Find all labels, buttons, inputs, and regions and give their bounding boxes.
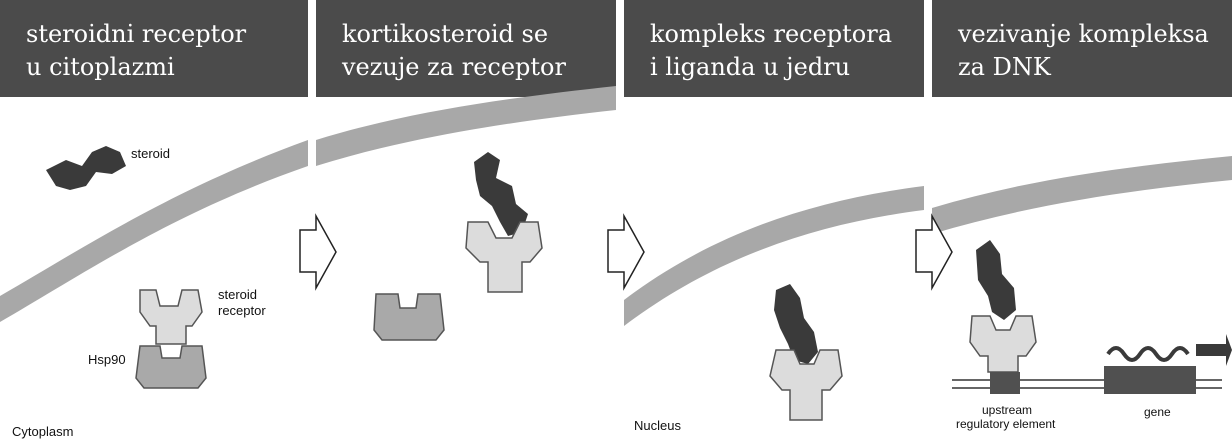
steroid-receptor-label-1: steroid: [218, 287, 257, 302]
steroid-receptor-nuclear: [769, 349, 843, 421]
mrna-wave: [1106, 346, 1190, 362]
panel-3-illustration: Nucleus: [624, 186, 924, 433]
hsp90-protein: [135, 345, 207, 389]
panel-2-title: kortikosteroid se vezuje za receptor: [342, 20, 566, 81]
panel-4-title: vezivanje kompleksa za DNK: [958, 20, 1209, 81]
panel-3: kompleks receptora i liganda u jedru Nuc…: [624, 0, 924, 445]
transcription-arrow: [1196, 334, 1232, 366]
steroid-receptor: [139, 289, 203, 345]
panel-1-header: steroidni receptor u citoplazmi: [0, 0, 308, 97]
gene-label: gene: [1144, 405, 1171, 419]
panel-2: kortikosteroid se vezuje za receptor: [316, 0, 616, 445]
panel-3-header: kompleks receptora i liganda u jedru: [624, 0, 924, 97]
panel-1-illustration: steroid steroid receptor Hsp90 Cytoplasm: [0, 140, 308, 439]
steroid-molecule: [976, 240, 1016, 320]
panel-4-header: vezivanje kompleksa za DNK: [932, 0, 1232, 97]
panel-2-header: kortikosteroid se vezuje za receptor: [316, 0, 616, 97]
cytoplasm-label: Cytoplasm: [12, 424, 73, 439]
nuclear-membrane: [316, 86, 616, 166]
steroid-molecule: [46, 146, 126, 190]
hsp90-label: Hsp90: [88, 352, 126, 367]
steroid-label: steroid: [131, 146, 170, 161]
panel-3-title: kompleks receptora i liganda u jedru: [650, 20, 893, 81]
steroid-molecule: [474, 152, 528, 236]
panel-2-illustration: [316, 86, 616, 341]
panel-4: vezivanje kompleksa za DNK upstream regu…: [932, 0, 1232, 445]
upstream-label-2: regulatory element: [956, 417, 1056, 431]
panel-1-title: steroidni receptor u citoplazmi: [26, 20, 247, 81]
steroid-receptor-bound: [465, 221, 543, 293]
nuclear-membrane: [624, 186, 924, 326]
hsp90-released: [373, 293, 445, 341]
steroid-molecule: [774, 284, 818, 364]
gene-block: [1104, 366, 1196, 394]
steroid-receptor-label-2: receptor: [218, 303, 266, 318]
steroid-receptor-dna-bound: [969, 315, 1037, 373]
upstream-label-1: upstream: [982, 403, 1032, 417]
nuclear-membrane: [932, 156, 1232, 234]
nucleus-label: Nucleus: [634, 418, 681, 433]
panel-1: steroidni receptor u citoplazmi steroid …: [0, 0, 308, 445]
nuclear-membrane: [0, 140, 308, 322]
panel-4-illustration: upstream regulatory element gene: [932, 156, 1232, 431]
upstream-regulatory-element: [990, 372, 1020, 394]
